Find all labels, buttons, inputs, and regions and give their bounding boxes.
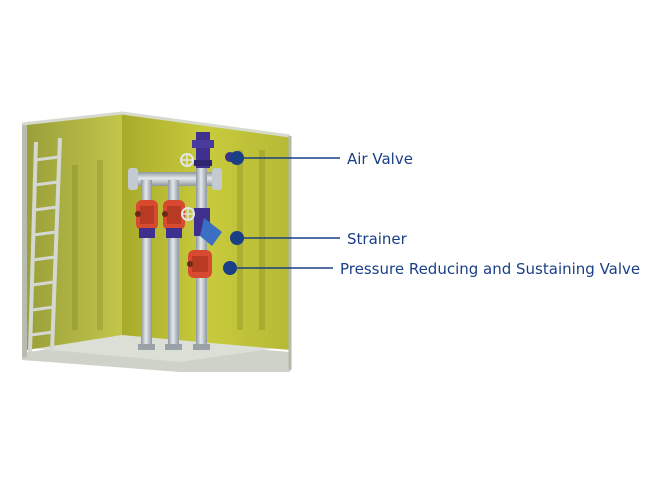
callout-dot bbox=[230, 151, 244, 165]
strainer-body bbox=[181, 207, 222, 246]
callout-dot bbox=[230, 231, 244, 245]
callout-label-pressure-reducing-valve: Pressure Reducing and Sustaining Valve bbox=[340, 260, 641, 278]
callout-prv bbox=[223, 261, 333, 275]
chamber-floor-top bbox=[30, 334, 284, 362]
header-pipe-end-right bbox=[212, 168, 222, 190]
air-valve bbox=[180, 132, 235, 168]
chamber-left-edge bbox=[22, 122, 27, 358]
callout-strainer bbox=[230, 231, 340, 245]
riser-pipe-1 bbox=[141, 180, 152, 350]
chamber-left-wall bbox=[27, 113, 122, 350]
red-valve-2 bbox=[162, 200, 185, 238]
ladder-icon bbox=[28, 137, 62, 353]
callout-label-air-valve: Air Valve bbox=[347, 150, 413, 168]
chamber bbox=[21, 111, 292, 372]
riser-pipe-2 bbox=[168, 180, 179, 350]
callout-air-valve bbox=[230, 151, 340, 165]
header-pipe-end bbox=[128, 168, 138, 190]
callout-dot bbox=[223, 261, 237, 275]
callout-label-strainer: Strainer bbox=[347, 230, 407, 248]
valve-icon bbox=[135, 200, 222, 278]
red-valve-1 bbox=[135, 200, 158, 238]
chamber-top-rim bbox=[21, 111, 291, 138]
red-valve-3 bbox=[187, 250, 212, 278]
